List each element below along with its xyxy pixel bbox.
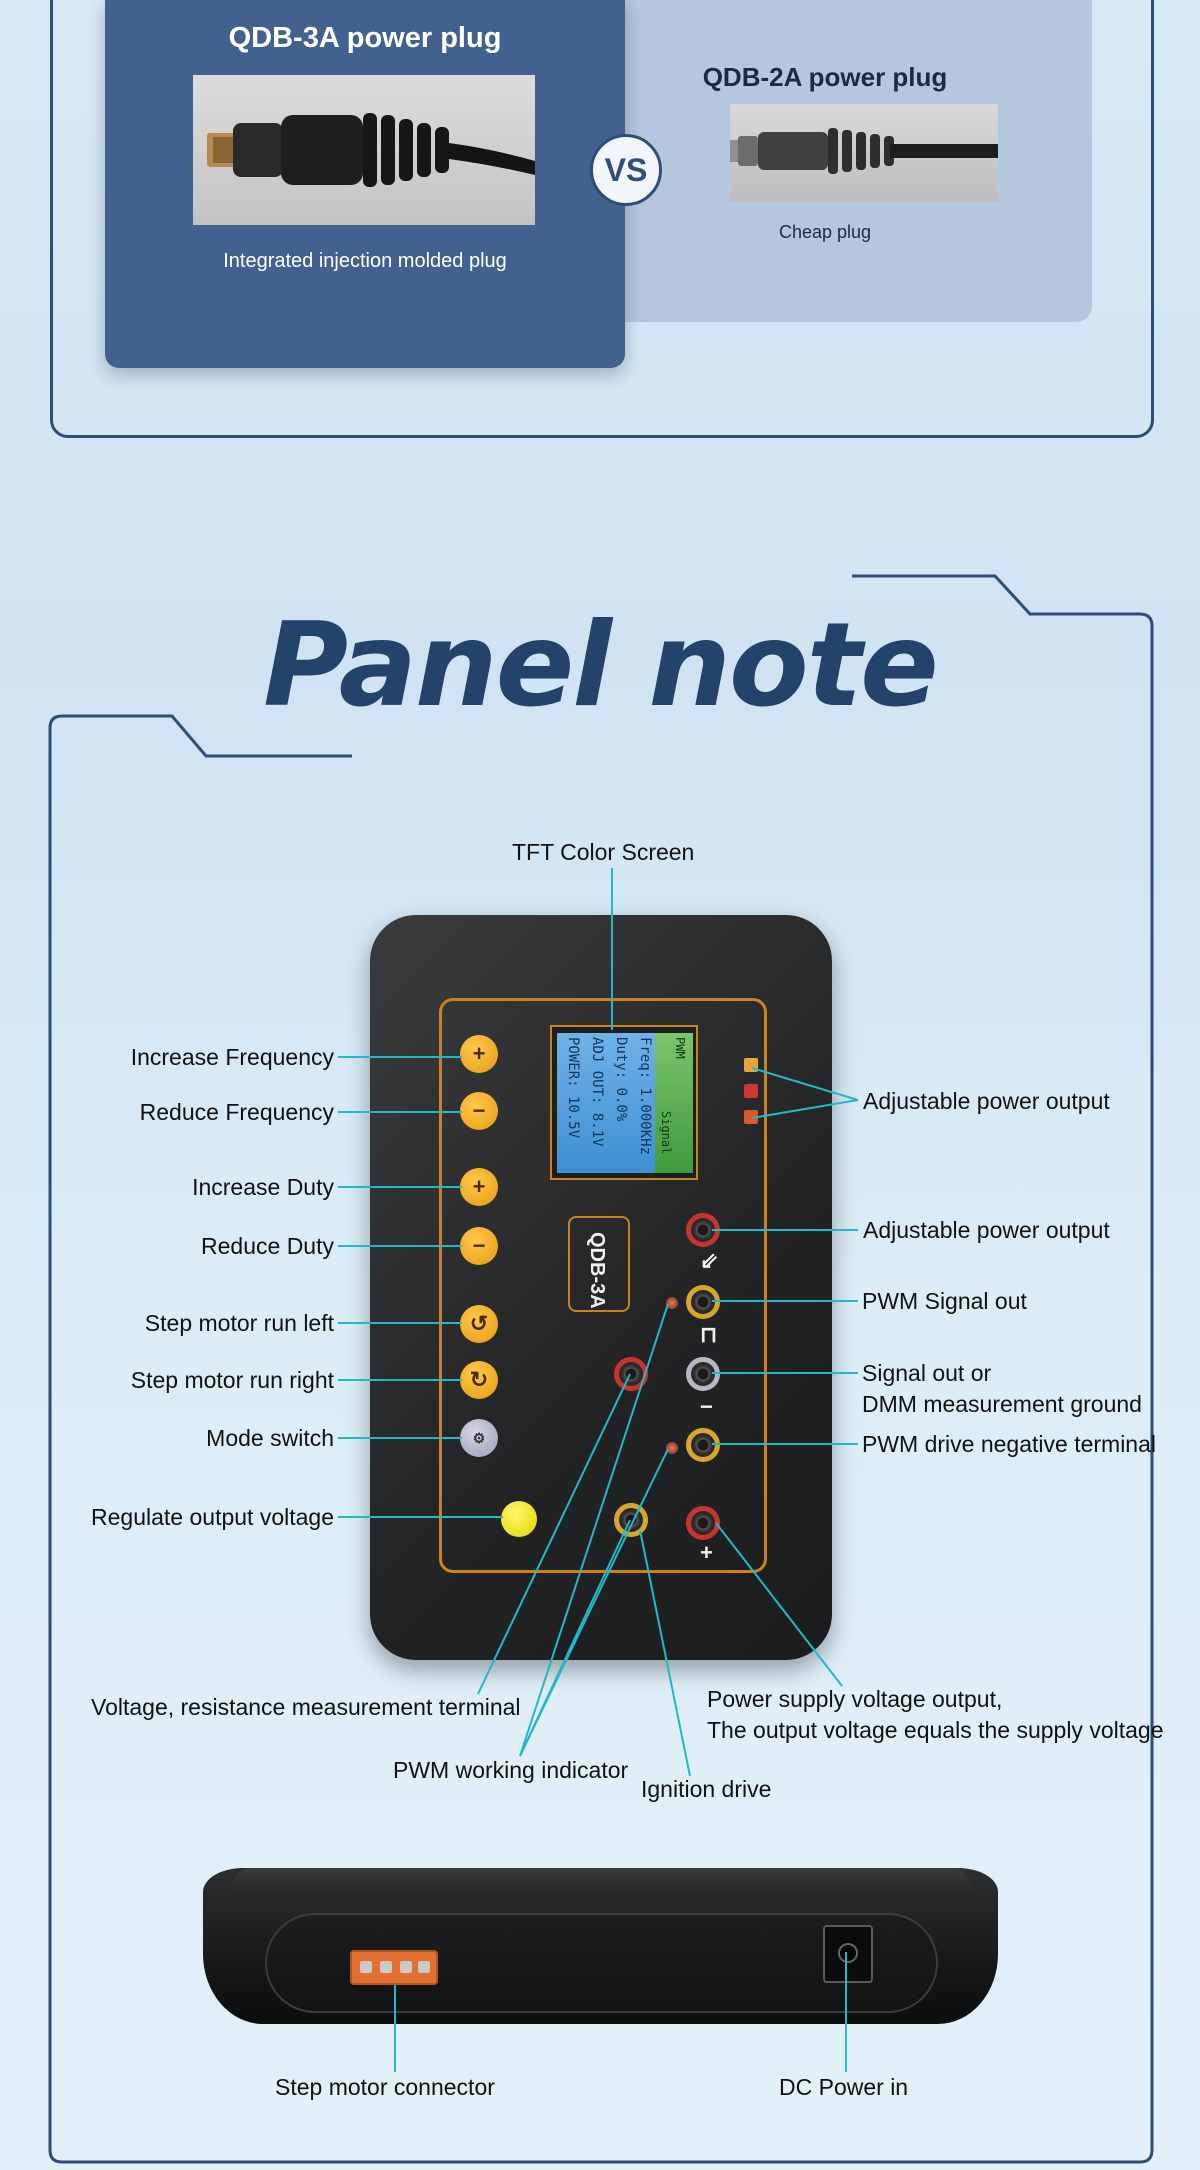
cheap-plug-card: QDB-2A power plug Cheap plug — [560, 0, 1092, 322]
cheap-plug-title: QDB-2A power plug — [702, 62, 948, 92]
minus-symbol-icon: − — [700, 1394, 713, 1419]
label-reduce-duty: Reduce Duty — [201, 1233, 334, 1259]
step-motor-connector[interactable] — [350, 1950, 438, 1985]
cheap-plug-photo — [730, 104, 998, 202]
premium-plug-title: QDB-3A power plug — [228, 22, 502, 54]
label-adj-power-1: Adjustable power output — [863, 1088, 1110, 1114]
label-pwm-indicator: PWM working indicator — [393, 1757, 629, 1783]
reduce-frequency-button[interactable]: − — [460, 1092, 498, 1130]
label-voltage-terminal: Voltage, resistance measurement terminal — [91, 1694, 521, 1720]
label-pwm-drive-negative: PWM drive negative terminal — [862, 1431, 1156, 1457]
label-pwm-signal-out: PWM Signal out — [862, 1288, 1027, 1314]
pwm-indicator-led-1 — [666, 1297, 678, 1309]
label-mode-switch: Mode switch — [206, 1425, 334, 1451]
voltage-knob[interactable] — [501, 1501, 537, 1537]
tft-screen-label: TFT Color Screen — [512, 839, 695, 865]
versus-badge: VS — [590, 134, 662, 206]
label-dmm-ground: DMM measurement ground — [862, 1391, 1142, 1417]
comparison-frame — [50, 0, 1154, 438]
label-regulate-voltage: Regulate output voltage — [91, 1504, 334, 1530]
step-right-button[interactable]: ↻ — [460, 1361, 498, 1399]
pwm-indicator-led-2 — [666, 1442, 678, 1454]
increase-duty-button[interactable]: + — [460, 1168, 498, 1206]
label-dc-power-in: DC Power in — [779, 2074, 909, 2100]
adj-power-jack[interactable] — [686, 1213, 720, 1247]
dc-power-port[interactable] — [823, 1925, 873, 1983]
label-reduce-frequency: Reduce Frequency — [139, 1099, 334, 1125]
label-step-left: Step motor run left — [144, 1310, 334, 1336]
adj-symbol-icon: ⇙ — [700, 1248, 719, 1273]
label-supply-output-2: The output voltage equals the supply vol… — [707, 1717, 1164, 1743]
power-out-jack[interactable] — [686, 1506, 720, 1540]
label-step-right: Step motor run right — [130, 1367, 334, 1393]
step-left-button[interactable]: ↺ — [460, 1305, 498, 1343]
label-adj-power-2: Adjustable power output — [863, 1217, 1110, 1243]
label-ignition-drive: Ignition drive — [641, 1776, 772, 1802]
mode-switch-button[interactable]: ⚙ — [460, 1419, 498, 1457]
device-panel-border — [439, 998, 767, 1573]
dc-port-hole — [838, 1943, 858, 1963]
screen-readout-area: Freq: 1.000KHz Duty: 0.0% ADJ OUT: 8.1V … — [557, 1033, 655, 1173]
reduce-duty-button[interactable]: − — [460, 1227, 498, 1265]
label-step-connector: Step motor connector — [275, 2074, 495, 2100]
plus-symbol-icon: + — [700, 1540, 713, 1565]
indicator-square-3 — [744, 1110, 758, 1124]
premium-plug-card: QDB-3A power plug Integrated injection m… — [105, 0, 625, 368]
screen-mode-area: PWM Signal — [655, 1033, 693, 1173]
panel-note-title: Panel note — [263, 598, 939, 733]
premium-plug-photo — [193, 75, 535, 225]
increase-frequency-button[interactable]: + — [460, 1035, 498, 1073]
panel-frame — [48, 574, 1154, 2164]
label-supply-output-1: Power supply voltage output, — [707, 1686, 1003, 1712]
label-increase-duty: Increase Duty — [192, 1174, 334, 1200]
pulse-symbol-icon: ⊓ — [700, 1322, 718, 1347]
model-label-box — [568, 1216, 630, 1312]
device-side-top — [232, 1868, 972, 1898]
indicator-square-2 — [744, 1084, 758, 1098]
label-increase-frequency: Increase Frequency — [130, 1044, 334, 1070]
ignition-jack[interactable] — [614, 1503, 648, 1537]
premium-plug-caption: Integrated injection molded plug — [223, 250, 507, 272]
tft-screen: Freq: 1.000KHz Duty: 0.0% ADJ OUT: 8.1V … — [550, 1025, 698, 1180]
label-signal-out: Signal out or — [862, 1360, 992, 1386]
cheap-plug-caption: Cheap plug — [778, 222, 872, 242]
